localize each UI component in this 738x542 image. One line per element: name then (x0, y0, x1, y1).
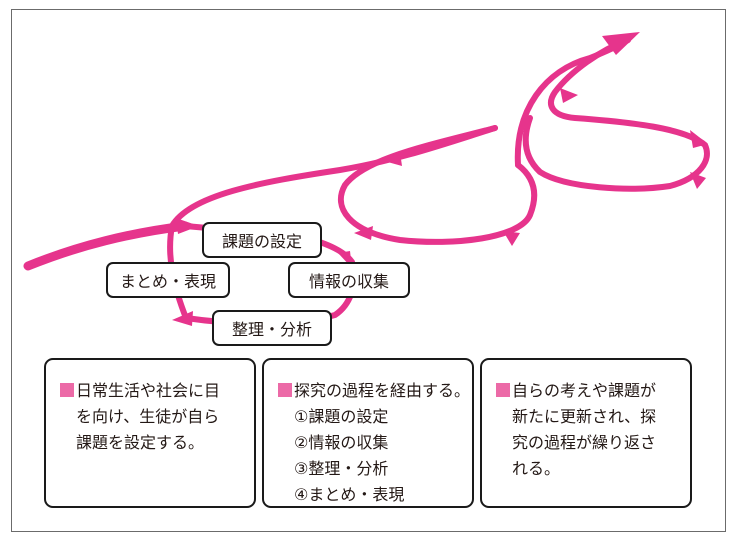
arrowhead-icon (354, 226, 373, 240)
box-3-line-2: 新たに更新され、探 (512, 407, 657, 426)
spiral-sweep-2 (514, 37, 631, 168)
cycle-step-2-label: 情報の収集 (288, 262, 410, 298)
arrowhead-icon (176, 218, 199, 234)
figure-frame (11, 9, 726, 532)
box-1-line-1: 日常生活や社会に目 (60, 378, 246, 404)
box-1-line-3: 課題を設定する。 (76, 433, 205, 452)
pink-square-icon (278, 383, 292, 397)
cycle-step-3-label: 整理・分析 (212, 310, 332, 346)
arrowhead-icon (384, 152, 402, 166)
arrowhead-icon (503, 231, 520, 246)
pink-square-icon (496, 383, 510, 397)
description-box-2: 探究の過程を経由する。 ①課題の設定 ②情報の収集 ③整理・分析 ④まとめ・表現 (262, 358, 474, 508)
description-box-3: 自らの考えや課題が 新たに更新され、探 究の過程が繰り返さ れる。 (480, 358, 692, 508)
box-1-line-2: を向け、生徒が自ら (76, 407, 220, 426)
box-2-line-4: ③整理・分析 (294, 459, 389, 478)
box-2-line-5: ④まとめ・表現 (294, 485, 405, 504)
spiral-loop-2 (337, 125, 538, 245)
box-2-line-1: 探究の過程を経由する。 (278, 378, 470, 404)
spiral-loop-3 (522, 37, 710, 192)
cycle-step-4-label: まとめ・表現 (106, 262, 230, 298)
box-3-line-1: 自らの考えや課題が (496, 378, 682, 404)
box-3-line-4: れる。 (512, 459, 561, 478)
box-2-line-3: ②情報の収集 (294, 433, 389, 452)
arrowhead-icon (172, 311, 193, 326)
arrowhead-icon (690, 130, 708, 148)
box-3-line-3: 究の過程が繰り返さ (512, 433, 657, 452)
cycle-step-1-label: 課題の設定 (202, 222, 322, 258)
pink-square-icon (60, 383, 74, 397)
arrowhead-icon (690, 172, 706, 189)
spiral-lead-in (23, 221, 190, 271)
description-box-1: 日常生活や社会に目 を向け、生徒が自ら 課題を設定する。 (44, 358, 256, 508)
arrowhead-icon (602, 32, 640, 55)
arrowhead-icon (560, 88, 578, 103)
box-2-line-2: ①課題の設定 (294, 407, 389, 426)
